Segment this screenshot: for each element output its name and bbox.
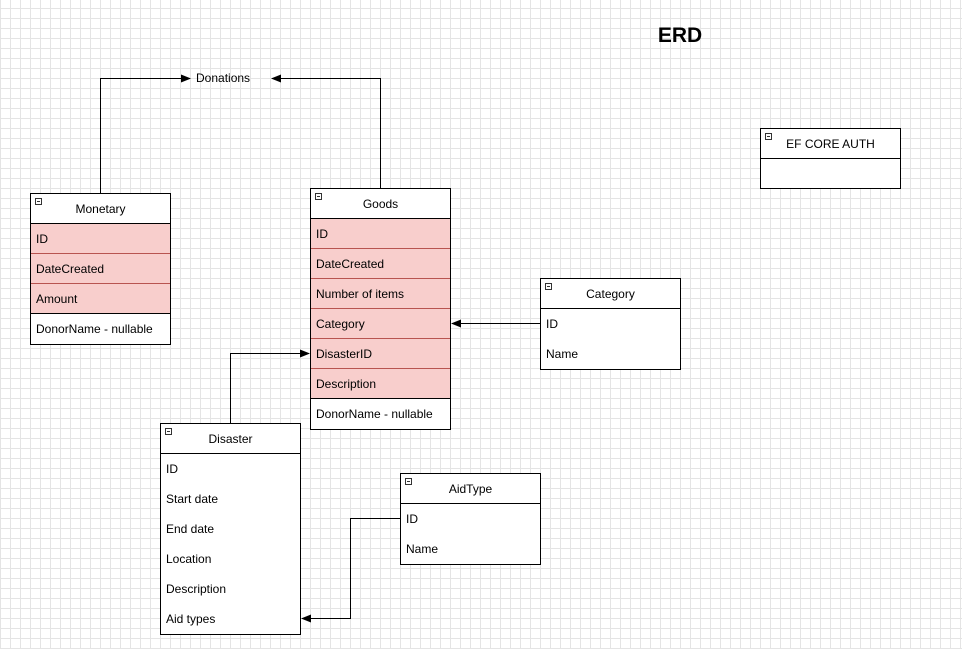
entity-field[interactable]: DonorName - nullable xyxy=(36,322,153,336)
entity-name: Monetary xyxy=(75,202,126,216)
entity-field[interactable]: ID xyxy=(546,317,558,331)
category-header[interactable]: Category xyxy=(541,279,680,309)
entity-field[interactable]: Description xyxy=(166,582,227,596)
disaster-entity[interactable]: Disaster ID Start date End date Location… xyxy=(160,423,301,635)
entity-field[interactable]: ID xyxy=(166,462,178,476)
edge-monetary-donations xyxy=(100,74,191,193)
edge-disaster-goods xyxy=(230,349,310,423)
collapse-icon[interactable] xyxy=(545,283,552,290)
goods-header[interactable]: Goods xyxy=(311,189,450,219)
monetary-entity[interactable]: Monetary ID DateCreated Amount DonorName… xyxy=(30,193,171,345)
entity-field[interactable]: Start date xyxy=(166,492,219,506)
donations-label: Donations xyxy=(196,71,251,85)
goods-entity[interactable]: Goods ID DateCreated Number of items Cat… xyxy=(310,188,451,430)
entity-name: EF CORE AUTH xyxy=(786,137,875,151)
aidtype-header[interactable]: AidType xyxy=(401,474,540,504)
entity-field[interactable]: Name xyxy=(546,347,579,361)
collapse-icon[interactable] xyxy=(315,193,322,200)
entity-field[interactable]: Aid types xyxy=(166,612,216,626)
entity-field[interactable]: Amount xyxy=(31,284,170,314)
entity-field[interactable]: DateCreated xyxy=(311,249,450,279)
entity-field[interactable]: End date xyxy=(166,522,215,536)
entity-name: Goods xyxy=(362,197,399,211)
entity-field[interactable]: Name xyxy=(406,542,439,556)
entity-name: Category xyxy=(586,287,635,301)
entity-field[interactable]: DonorName - nullable xyxy=(316,407,433,421)
entity-field[interactable]: DateCreated xyxy=(31,254,170,284)
entity-field[interactable]: Number of items xyxy=(311,279,450,309)
collapse-icon[interactable] xyxy=(35,198,42,205)
entity-name: Disaster xyxy=(208,432,253,446)
collapse-icon[interactable] xyxy=(165,428,172,435)
entity-field[interactable]: ID xyxy=(406,512,418,526)
monetary-header[interactable]: Monetary xyxy=(31,194,170,224)
aidtype-entity[interactable]: AidType ID Name xyxy=(400,473,541,565)
disaster-header[interactable]: Disaster xyxy=(161,424,300,454)
entity-name: AidType xyxy=(448,482,493,496)
collapse-icon[interactable] xyxy=(765,133,772,140)
diagram-title: ERD xyxy=(657,24,703,47)
entity-field[interactable]: ID xyxy=(311,219,450,249)
entity-field[interactable]: Description xyxy=(311,369,450,399)
category-entity[interactable]: Category ID Name xyxy=(540,278,681,370)
edge-goods-donations xyxy=(271,74,381,188)
auth-header[interactable]: EF CORE AUTH xyxy=(761,129,900,159)
entity-field[interactable]: ID xyxy=(31,224,170,254)
auth-entity[interactable]: EF CORE AUTH xyxy=(760,128,901,189)
entity-field[interactable]: Category xyxy=(311,309,450,339)
entity-field[interactable]: Location xyxy=(166,552,212,566)
collapse-icon[interactable] xyxy=(405,478,412,485)
entity-field[interactable]: DisasterID xyxy=(311,339,450,369)
edge-aidtype-disaster xyxy=(301,518,400,623)
